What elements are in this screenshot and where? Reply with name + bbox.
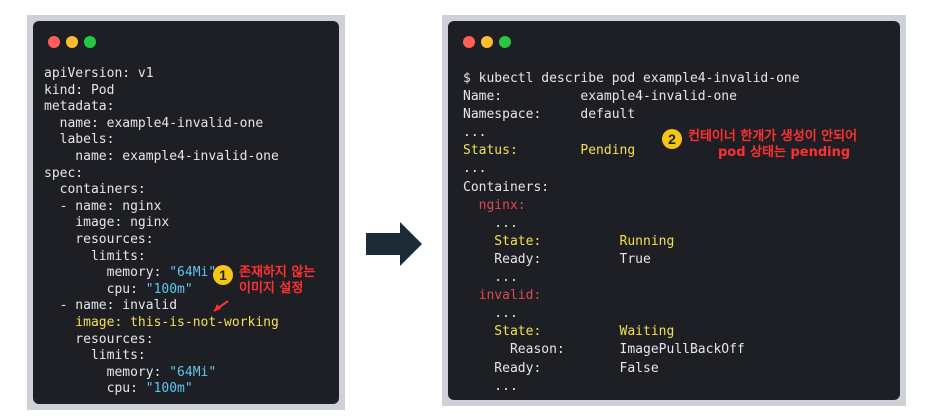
minimize-button[interactable]	[481, 36, 493, 48]
container-invalid-label: invalid:	[463, 288, 542, 304]
kubectl-output: $ kubectl describe pod example4-invalid-…	[463, 70, 800, 396]
memory-value: "64Mi"	[169, 265, 217, 281]
output-line: Containers:	[463, 179, 550, 195]
invalid-state-line: State: Waiting	[463, 324, 675, 340]
code-line: kind: Pod	[44, 82, 115, 98]
code-line: cpu:	[44, 381, 146, 397]
output-line: Ready: False	[463, 360, 659, 376]
pod-yaml-code: apiVersion: v1 kind: Pod metadata: name:…	[44, 66, 279, 398]
code-line: resources:	[44, 231, 154, 247]
annotation-text: 존재하지 않는 이미지 설정	[239, 265, 316, 296]
left-window-controls	[48, 36, 96, 48]
output-line: Name: example4-invalid-one	[463, 89, 737, 105]
code-line: limits:	[44, 248, 146, 264]
output-line: ...	[463, 215, 518, 231]
container-nginx-label: nginx:	[463, 197, 526, 213]
maximize-button[interactable]	[499, 36, 511, 48]
nginx-state-line: State: Running	[463, 233, 675, 249]
annotation-1-arrowhead-icon	[214, 304, 221, 311]
code-line: - name: invalid	[44, 298, 178, 314]
status-line: Status: Pending	[463, 143, 636, 159]
memory-value: "64Mi"	[169, 364, 217, 380]
code-line: name: example4-invalid-one	[44, 115, 264, 131]
invalid-image-line: image: this-is-not-working	[44, 314, 279, 330]
annotation-number-badge: 1	[213, 265, 233, 285]
code-line: cpu:	[44, 281, 146, 297]
left-terminal-window: apiVersion: v1 kind: Pod metadata: name:…	[33, 21, 339, 404]
close-button[interactable]	[48, 36, 60, 48]
output-line: Reason: ImagePullBackOff	[463, 342, 745, 358]
code-line: memory:	[44, 364, 170, 380]
right-arrow-icon	[366, 222, 422, 266]
output-line: Ready: True	[463, 251, 651, 267]
code-line: apiVersion: v1	[44, 66, 154, 81]
code-line: limits:	[44, 348, 146, 364]
output-line: ...	[463, 306, 518, 322]
minimize-button[interactable]	[66, 36, 78, 48]
code-line: resources:	[44, 331, 154, 347]
maximize-button[interactable]	[84, 36, 96, 48]
annotation-text: 컨테이너 한개가 생성이 안되어 pod 상태는 pending	[688, 129, 858, 160]
cpu-value: "100m"	[145, 281, 193, 297]
code-line: labels:	[44, 132, 115, 148]
code-line: metadata:	[44, 99, 115, 115]
output-line: ...	[463, 161, 487, 177]
right-terminal-window: $ kubectl describe pod example4-invalid-…	[448, 21, 900, 400]
close-button[interactable]	[463, 36, 475, 48]
code-line: spec:	[44, 165, 84, 181]
right-window-controls	[463, 36, 511, 48]
output-line: ...	[463, 378, 518, 394]
code-line: - name: nginx	[44, 198, 162, 214]
output-line: ...	[463, 125, 487, 141]
annotation-2: 2 컨테이너 한개가 생성이 안되어 pod 상태는 pending	[662, 129, 857, 161]
code-line: image: nginx	[44, 215, 170, 231]
output-line: ...	[463, 270, 518, 286]
annotation-number-badge: 2	[662, 129, 682, 149]
annotation-1: 1 존재하지 않는 이미지 설정	[213, 265, 315, 297]
code-line: name: example4-invalid-one	[44, 148, 279, 164]
output-line: Namespace: default	[463, 107, 636, 123]
code-line: memory:	[44, 265, 170, 281]
command-line: $ kubectl describe pod example4-invalid-…	[463, 71, 800, 86]
cpu-value: "100m"	[145, 381, 193, 397]
code-line: containers:	[44, 182, 146, 198]
